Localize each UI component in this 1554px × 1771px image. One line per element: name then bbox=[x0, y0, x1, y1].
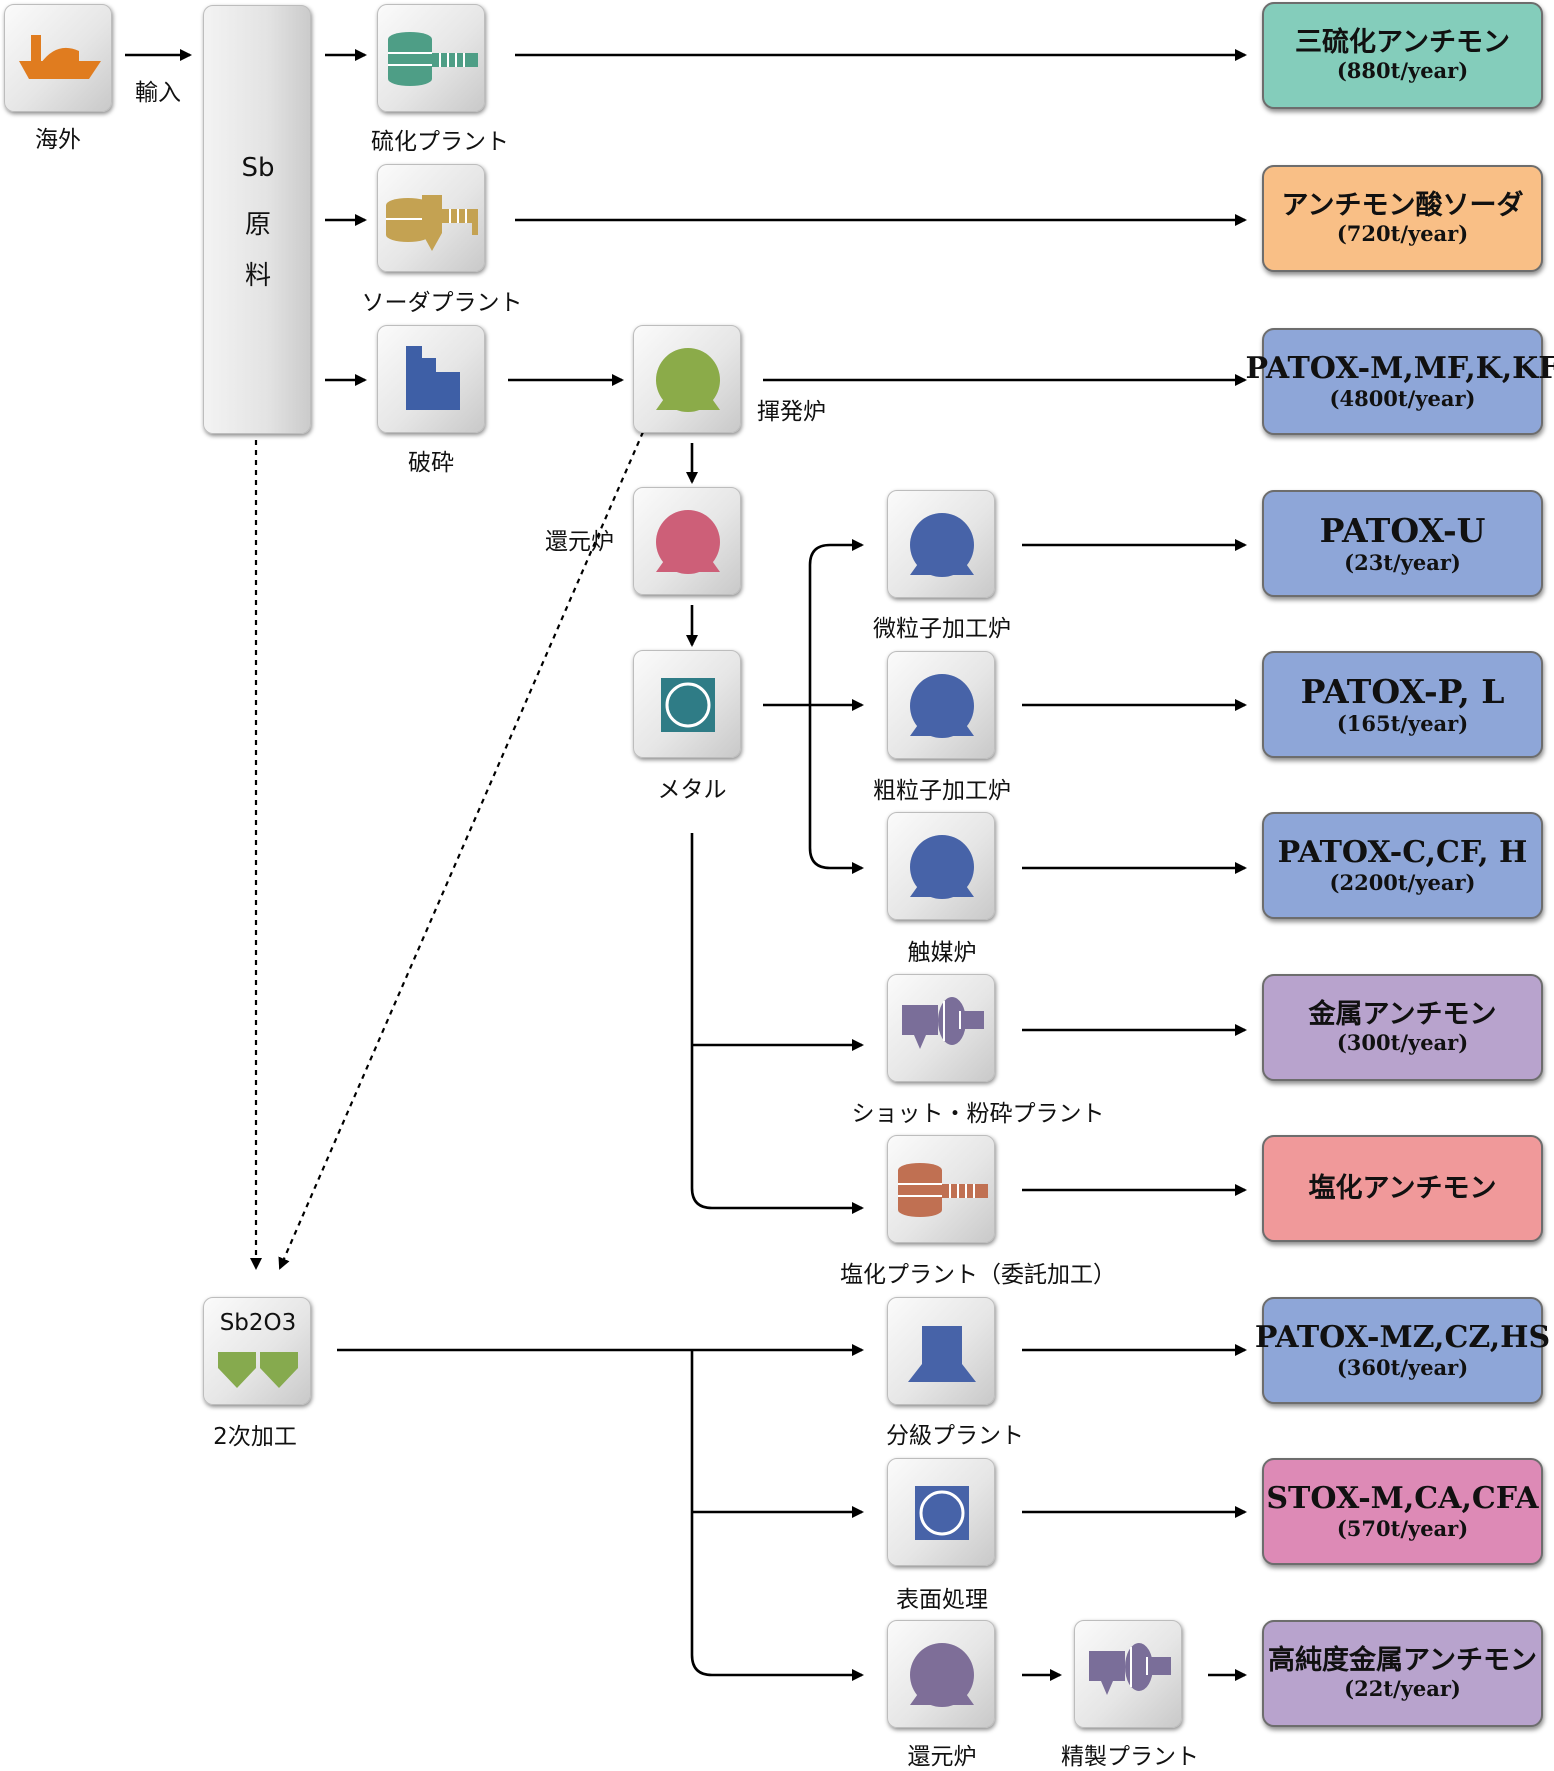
product-box: PATOX-MZ,CZ,HS (360t/year) bbox=[1255, 1297, 1550, 1404]
metal-node bbox=[633, 650, 741, 758]
reduction-furnace-2-label: 還元炉 bbox=[907, 1744, 977, 1770]
sulfide-plant-node bbox=[377, 4, 485, 112]
shot-grinding-plant-label: ショット・粉砕プラント bbox=[851, 1101, 1105, 1127]
surface-treatment-node bbox=[887, 1458, 995, 1566]
product-box: PATOX-P, L (165t/year) bbox=[1262, 651, 1543, 758]
raw-material-node: Sb 原 料 bbox=[203, 5, 311, 434]
product-capacity: (300t/year) bbox=[1336, 1030, 1469, 1056]
arrow-to-reduction-2 bbox=[690, 1654, 864, 1681]
round-furnace-icon bbox=[910, 835, 974, 899]
product-name: PATOX-MZ,CZ,HS bbox=[1254, 1319, 1551, 1355]
sulfide-plant-label: 硫化プラント bbox=[371, 129, 509, 155]
chloride-plant-label: 塩化プラント（委託加工） bbox=[840, 1262, 1116, 1288]
classification-plant-label: 分級プラント bbox=[886, 1423, 1024, 1449]
product-name: PATOX-U bbox=[1319, 510, 1486, 550]
tank-compressor-icon bbox=[388, 32, 478, 86]
crushing-node bbox=[377, 325, 485, 433]
classifier-icon bbox=[908, 1326, 976, 1382]
soda-plant-node bbox=[377, 164, 485, 272]
arrow-to-chloride bbox=[690, 1022, 864, 1214]
overseas-label: 海外 bbox=[35, 127, 81, 153]
ship-icon bbox=[19, 35, 101, 79]
product-box: 三硫化アンチモン (880t/year) bbox=[1262, 2, 1543, 109]
shot-grinding-plant-node bbox=[887, 974, 995, 1082]
product-name: PATOX-C,CF, H bbox=[1277, 834, 1528, 870]
reduction-furnace-label: 還元炉 bbox=[545, 529, 614, 555]
reduction-furnace-node bbox=[633, 487, 741, 595]
product-box: 塩化アンチモン bbox=[1262, 1135, 1543, 1242]
raw-material-text: Sb bbox=[241, 153, 275, 183]
product-name: 塩化アンチモン bbox=[1308, 1172, 1497, 1204]
product-capacity: (880t/year) bbox=[1336, 58, 1469, 84]
overseas-node bbox=[4, 4, 112, 112]
chloride-plant-node bbox=[887, 1135, 995, 1243]
product-capacity: (23t/year) bbox=[1344, 549, 1461, 575]
soda-plant-label: ソーダプラント bbox=[361, 290, 523, 316]
product-name: 三硫化アンチモン bbox=[1295, 27, 1510, 59]
mixer-tank-icon bbox=[386, 195, 478, 251]
product-box: PATOX-M,MF,K,KF (4800t/year) bbox=[1245, 328, 1554, 435]
refining-plant-label: 精製プラント bbox=[1061, 1744, 1199, 1770]
product-name: アンチモン酸ソーダ bbox=[1281, 190, 1524, 222]
round-furnace-icon bbox=[656, 510, 720, 574]
product-box: PATOX-C,CF, H (2200t/year) bbox=[1262, 812, 1543, 919]
product-box: アンチモン酸ソーダ (720t/year) bbox=[1262, 165, 1543, 272]
crusher-icon bbox=[406, 346, 460, 410]
surface-treatment-icon bbox=[915, 1486, 969, 1540]
product-capacity: (4800t/year) bbox=[1329, 386, 1476, 412]
product-name: PATOX-M,MF,K,KF bbox=[1245, 350, 1554, 386]
product-box: PATOX-U (23t/year) bbox=[1262, 490, 1543, 597]
fine-particle-furnace-node bbox=[887, 490, 995, 598]
crushing-label: 破砕 bbox=[408, 450, 454, 476]
dotted-arrow-volatilization-to-sb2o3 bbox=[278, 431, 645, 1270]
secondary-processing-label: 2次加工 bbox=[213, 1424, 297, 1450]
product-name: STOX-M,CA,CFA bbox=[1266, 1480, 1539, 1516]
catalyst-furnace-label: 触媒炉 bbox=[907, 940, 977, 966]
import-label: 輸入 bbox=[135, 80, 181, 106]
product-capacity: (720t/year) bbox=[1336, 221, 1469, 247]
sb2o3-label: Sb2O3 bbox=[219, 1310, 297, 1336]
arrow-to-catalyst bbox=[808, 705, 864, 874]
grinder-icon bbox=[902, 997, 984, 1049]
metal-label: メタル bbox=[657, 777, 727, 803]
product-name: 高純度金属アンチモン bbox=[1268, 1645, 1537, 1677]
hopper-icon bbox=[218, 1352, 298, 1388]
metal-ingot-icon bbox=[661, 678, 715, 732]
product-capacity: (165t/year) bbox=[1336, 710, 1469, 736]
product-box: STOX-M,CA,CFA (570t/year) bbox=[1262, 1458, 1543, 1565]
product-capacity: (360t/year) bbox=[1336, 1355, 1469, 1381]
product-capacity: (22t/year) bbox=[1344, 1676, 1461, 1702]
fine-particle-furnace-label: 微粒子加工炉 bbox=[873, 616, 1011, 642]
tank-compressor-icon bbox=[898, 1163, 988, 1217]
round-furnace-icon bbox=[910, 674, 974, 738]
surface-treatment-label: 表面処理 bbox=[896, 1587, 988, 1613]
raw-material-text: 料 bbox=[244, 261, 271, 291]
product-capacity: (570t/year) bbox=[1336, 1516, 1469, 1542]
product-name: PATOX-P, L bbox=[1300, 671, 1505, 711]
catalyst-furnace-node bbox=[887, 812, 995, 920]
volatilization-furnace-node bbox=[633, 325, 741, 433]
product-name: 金属アンチモン bbox=[1308, 999, 1497, 1031]
refining-plant-node bbox=[1074, 1620, 1182, 1728]
product-capacity: (2200t/year) bbox=[1329, 870, 1476, 896]
round-furnace-icon bbox=[910, 513, 974, 577]
round-furnace-icon bbox=[910, 1643, 974, 1707]
coarse-particle-furnace-label: 粗粒子加工炉 bbox=[873, 778, 1011, 804]
round-furnace-icon bbox=[656, 348, 720, 412]
coarse-particle-furnace-node bbox=[887, 651, 995, 759]
product-box: 金属アンチモン (300t/year) bbox=[1262, 974, 1543, 1081]
classification-plant-node bbox=[887, 1297, 995, 1405]
volatilization-furnace-label: 揮発炉 bbox=[757, 399, 826, 425]
sb2o3-node: Sb2O3 bbox=[203, 1297, 311, 1405]
raw-material-text: 原 bbox=[244, 210, 271, 240]
grinder-icon bbox=[1089, 1643, 1171, 1695]
product-box: 高純度金属アンチモン (22t/year) bbox=[1262, 1620, 1543, 1727]
reduction-furnace-2-node bbox=[887, 1620, 995, 1728]
arrow-to-fine bbox=[808, 539, 864, 705]
